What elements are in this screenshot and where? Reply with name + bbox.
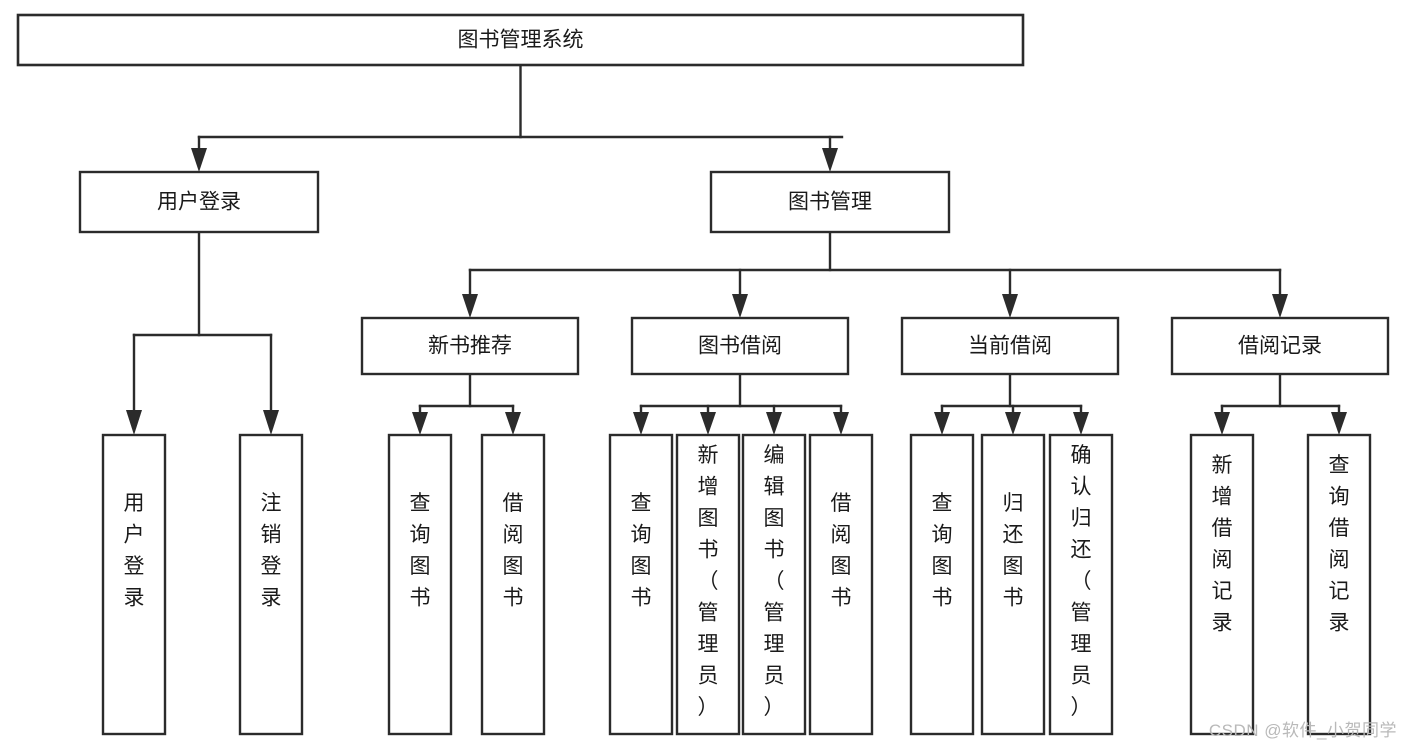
node-query-book-2[interactable]: 查询图书: [608, 433, 674, 736]
arrowhead-book-management: [822, 148, 838, 172]
node-current-borrow[interactable]: 当前借阅: [900, 316, 1120, 376]
return-book-box[interactable]: [980, 433, 1046, 736]
query-book-3-label: 查询图书: [932, 492, 953, 610]
arrowhead-user-login: [191, 148, 207, 172]
new-book-recommend-box[interactable]: [360, 316, 580, 376]
node-user-logout[interactable]: 注销登录: [238, 433, 304, 736]
arrowhead-add-book-admin: [700, 412, 716, 435]
node-new-book-recommend[interactable]: 新书推荐: [360, 316, 580, 376]
new-book-recommend-label: 新书推荐: [428, 335, 512, 358]
arrowhead-query-book-2: [633, 412, 649, 435]
book-borrow-label: 图书借阅: [698, 335, 782, 358]
arrowhead-borrow-book-1: [505, 412, 521, 435]
user-login-label: 用户登录: [157, 191, 241, 214]
arrowhead-query-book-1: [412, 412, 428, 435]
query-book-2-label: 查询图书: [631, 492, 652, 610]
arrowhead-add-borrow-record: [1214, 412, 1230, 435]
query-book-1-label: 查询图书: [410, 492, 431, 610]
root-box[interactable]: [16, 13, 1025, 67]
arrowhead-edit-book-admin: [766, 412, 782, 435]
node-add-book-admin[interactable]: 新增图书（管理员）: [675, 433, 741, 736]
query-book-3-box[interactable]: [909, 433, 975, 736]
arrowhead-return-book: [1005, 412, 1021, 435]
node-root[interactable]: 图书管理系统: [16, 13, 1025, 67]
arrowhead-query-book-3: [934, 412, 950, 435]
node-confirm-return-admin[interactable]: 确认归还（管理员）: [1048, 433, 1114, 736]
arrowhead-borrow-records: [1272, 294, 1288, 318]
arrowhead-user-logout: [263, 410, 279, 435]
query-borrow-record-label: 查询借阅记录: [1329, 454, 1350, 635]
root-label: 图书管理系统: [458, 29, 584, 52]
arrowhead-new-book-recommend: [462, 294, 478, 318]
query-book-1-box[interactable]: [387, 433, 453, 736]
add-borrow-record-label: 新增借阅记录: [1212, 454, 1233, 635]
arrowhead-query-borrow-record: [1331, 412, 1347, 435]
borrow-book-1-box[interactable]: [480, 433, 546, 736]
connector-layer: [126, 63, 1347, 435]
borrow-book-1-label: 借阅图书: [503, 492, 524, 610]
node-query-book-3[interactable]: 查询图书: [909, 433, 975, 736]
borrow-records-label: 借阅记录: [1238, 335, 1322, 358]
borrow-book-2-label: 借阅图书: [831, 492, 852, 610]
current-borrow-label: 当前借阅: [968, 335, 1052, 358]
arrowhead-user-login-do: [126, 410, 142, 435]
user-login-box[interactable]: [78, 170, 320, 234]
node-add-borrow-record[interactable]: 新增借阅记录: [1189, 433, 1255, 736]
return-book-label: 归还图书: [1003, 492, 1024, 610]
node-user-login-do[interactable]: 用户登录: [101, 433, 167, 736]
borrow-records-box[interactable]: [1170, 316, 1390, 376]
node-borrow-records[interactable]: 借阅记录: [1170, 316, 1390, 376]
node-return-book[interactable]: 归还图书: [980, 433, 1046, 736]
book-management-label: 图书管理: [788, 191, 872, 214]
node-borrow-book-2[interactable]: 借阅图书: [808, 433, 874, 736]
add-borrow-record-box[interactable]: [1189, 433, 1255, 736]
confirm-return-admin-label: 确认归还（管理员）: [1071, 444, 1092, 719]
node-edit-book-admin[interactable]: 编辑图书（管理员）: [741, 433, 807, 736]
edit-book-admin-label: 编辑图书（管理员）: [764, 444, 785, 719]
node-user-login[interactable]: 用户登录: [78, 170, 320, 234]
edit-book-admin-box[interactable]: [741, 433, 807, 736]
arrowhead-book-borrow: [732, 294, 748, 318]
node-query-book-1[interactable]: 查询图书: [387, 433, 453, 736]
node-book-borrow[interactable]: 图书借阅: [630, 316, 850, 376]
arrowhead-borrow-book-2: [833, 412, 849, 435]
node-borrow-book-1[interactable]: 借阅图书: [480, 433, 546, 736]
add-book-admin-label: 新增图书（管理员）: [698, 444, 719, 719]
user-login-do-label: 用户登录: [124, 492, 145, 610]
user-login-do-box[interactable]: [101, 433, 167, 736]
csdn-watermark: CSDN @软件_小贺同学: [1208, 721, 1397, 740]
node-book-management[interactable]: 图书管理: [709, 170, 951, 234]
node-query-borrow-record[interactable]: 查询借阅记录: [1306, 433, 1372, 736]
borrow-book-2-box[interactable]: [808, 433, 874, 736]
arrowhead-confirm-return-admin: [1073, 412, 1089, 435]
current-borrow-box[interactable]: [900, 316, 1120, 376]
user-logout-box[interactable]: [238, 433, 304, 736]
book-management-box[interactable]: [709, 170, 951, 234]
arrowhead-current-borrow: [1002, 294, 1018, 318]
book-borrow-box[interactable]: [630, 316, 850, 376]
query-book-2-box[interactable]: [608, 433, 674, 736]
user-logout-label: 注销登录: [261, 492, 282, 610]
add-book-admin-box[interactable]: [675, 433, 741, 736]
query-borrow-record-box[interactable]: [1306, 433, 1372, 736]
confirm-return-admin-box[interactable]: [1048, 433, 1114, 736]
